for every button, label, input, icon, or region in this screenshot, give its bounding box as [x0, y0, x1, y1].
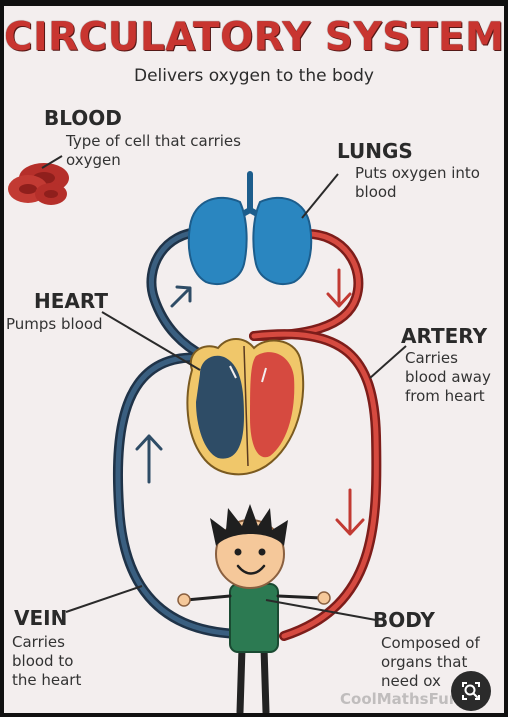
lungs-icon	[189, 174, 311, 284]
poster-title: CIRCULATORY SYSTEM	[4, 16, 504, 60]
vein-up-arrow-upper-icon	[172, 287, 190, 306]
watermark: CoolMathsFun	[340, 690, 459, 708]
artery-description: Carries blood away from heart	[405, 349, 501, 406]
poster: CIRCULATORY SYSTEM Delivers oxygen to th…	[4, 6, 504, 713]
lungs-heading: LUNGS	[337, 140, 413, 162]
visual-search-icon	[451, 671, 491, 711]
vein-up-arrow-lower-icon	[137, 436, 161, 482]
vein-heading: VEIN	[14, 607, 67, 629]
artery-pointer	[370, 346, 406, 378]
lungs-pointer	[302, 174, 338, 218]
poster-subtitle: Delivers oxygen to the body	[4, 66, 504, 86]
blood-description: Type of cell that carries oxygen	[66, 132, 276, 170]
heart-heading: HEART	[34, 290, 108, 312]
artery-heading: ARTERY	[401, 325, 487, 347]
heart-description: Pumps blood	[6, 315, 126, 334]
red-blood-cells-icon	[8, 163, 69, 205]
heart-icon	[187, 339, 303, 474]
body-heading: BODY	[373, 609, 435, 631]
blood-heading: BLOOD	[44, 107, 122, 129]
artery-down-arrow-lower-icon	[337, 490, 363, 534]
visual-search-button[interactable]	[451, 671, 491, 711]
lungs-description: Puts oxygen into blood	[355, 164, 503, 202]
vein-description: Carries blood to the heart	[12, 633, 94, 690]
vein-pointer	[66, 586, 142, 612]
artery-down-arrow-upper-icon	[328, 270, 350, 306]
